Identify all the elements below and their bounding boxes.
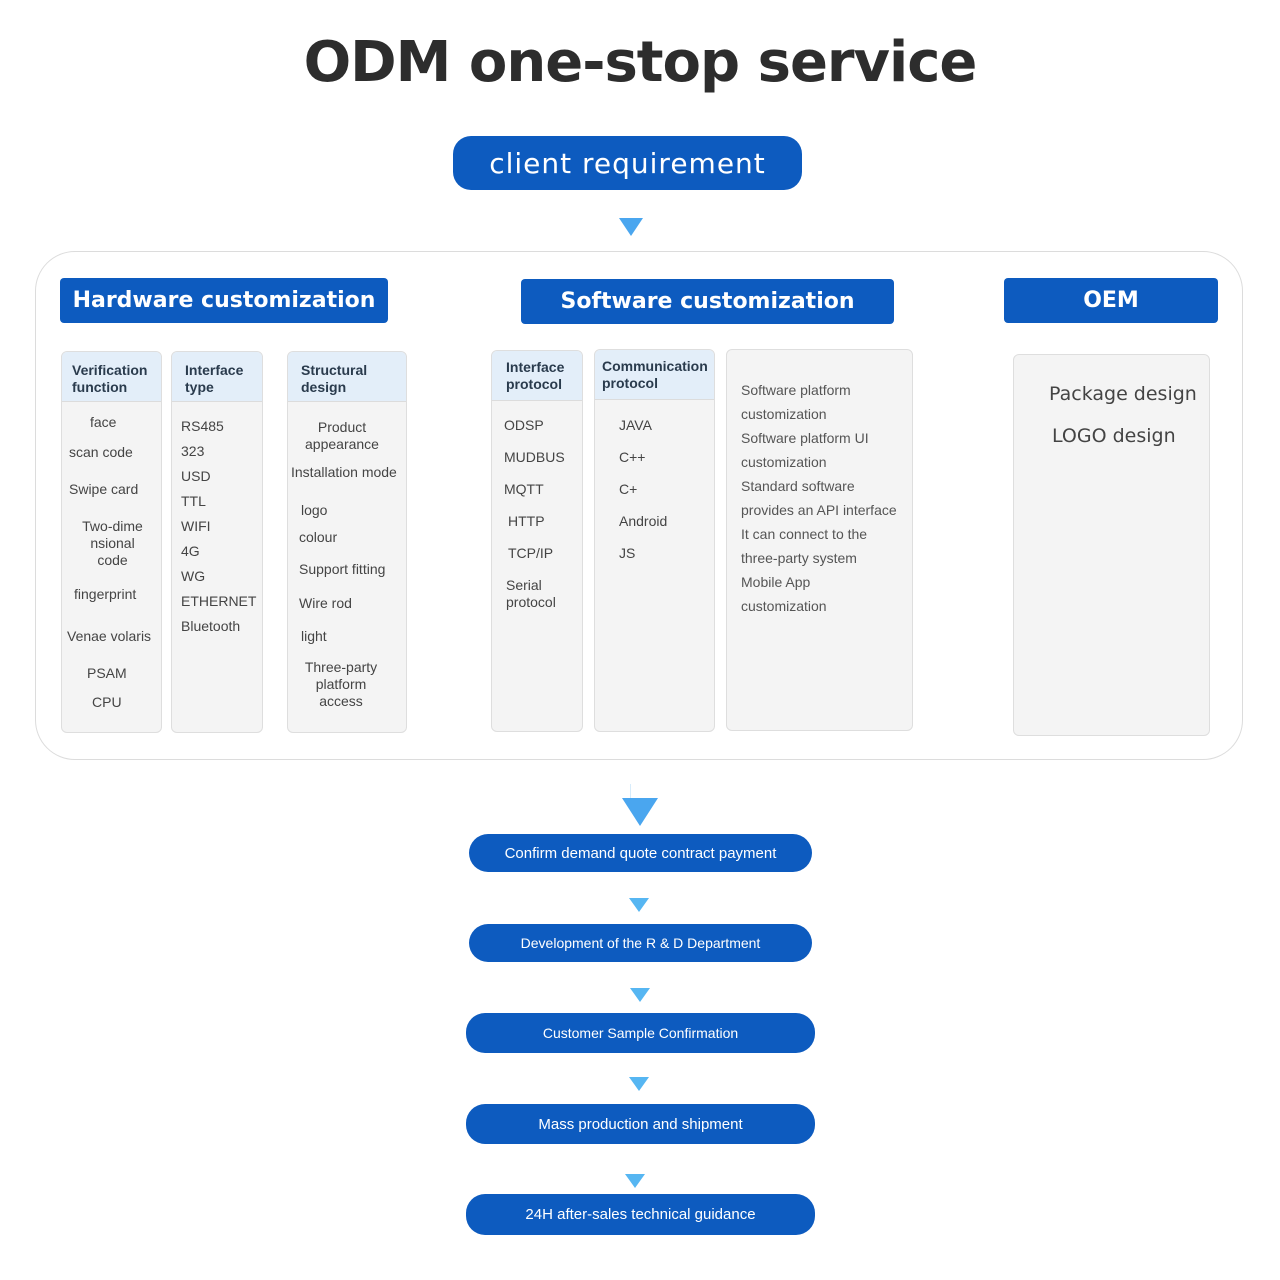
list-item: C++: [619, 449, 646, 465]
list-item: JAVA: [619, 417, 652, 433]
verification-function-column: Verification function face scan code Swi…: [61, 351, 162, 733]
list-item: Product appearance: [305, 419, 379, 452]
oem-column: Package design LOGO design: [1013, 354, 1210, 736]
list-item: Installation mode: [291, 464, 397, 480]
list-item: USD: [181, 468, 211, 484]
column-header: Communication protocol: [595, 350, 714, 400]
list-item: WG: [181, 568, 206, 584]
list-item: face: [90, 414, 117, 430]
page-title: ODM one-stop service: [303, 30, 978, 95]
list-item: Android: [619, 513, 668, 529]
interface-protocol-column: Interface protocol ODSP MUDBUS MQTT HTTP…: [491, 350, 583, 732]
software-heading: Software customization: [521, 279, 894, 324]
list-item: light: [301, 628, 327, 644]
list-item: Venae volaris: [67, 628, 152, 644]
communication-protocol-column: Communication protocol JAVA C++ C+ Andro…: [594, 349, 715, 732]
column-header: Structural design: [288, 352, 406, 402]
client-requirement-box: client requirement: [453, 136, 802, 190]
list-item: Bluetooth: [181, 618, 241, 634]
list-item: Serial protocol: [506, 577, 556, 610]
list-item: TTL: [181, 493, 206, 509]
step-after-sales: 24H after-sales technical guidance: [466, 1194, 815, 1235]
structural-design-column: Structural design Product appearance Ins…: [287, 351, 407, 733]
list-item: PSAM: [87, 665, 127, 681]
list-item: C+: [619, 481, 638, 497]
list-item: colour: [299, 529, 338, 545]
software-details-text: Software platform customization Software…: [741, 382, 897, 614]
arrow-down-icon: [629, 1077, 649, 1091]
list-item: Package design: [1049, 383, 1197, 405]
oem-heading: OEM: [1004, 278, 1218, 323]
list-item: LOGO design: [1052, 425, 1176, 447]
step-mass-production: Mass production and shipment: [466, 1104, 815, 1144]
connector-line: [630, 784, 631, 798]
list-item: TCP/IP: [508, 545, 554, 561]
arrow-down-icon: [625, 1174, 645, 1188]
list-item: logo: [301, 502, 328, 518]
list-item: Wire rod: [299, 595, 352, 611]
software-details-column: Software platform customization Software…: [726, 349, 913, 731]
arrow-down-icon: [622, 798, 658, 826]
list-item: HTTP: [508, 513, 545, 529]
list-item: fingerprint: [74, 586, 137, 602]
step-rd-development: Development of the R & D Department: [469, 924, 812, 962]
list-item: Two-dime nsional code: [82, 518, 143, 568]
arrow-down-icon: [630, 988, 650, 1002]
step-sample-confirmation: Customer Sample Confirmation: [466, 1013, 815, 1053]
list-item: Support fitting: [299, 561, 386, 577]
step-confirm-demand: Confirm demand quote contract payment: [469, 834, 812, 872]
column-header: Interface type: [172, 352, 262, 402]
list-item: 4G: [181, 543, 200, 559]
hardware-heading: Hardware customization: [60, 278, 388, 323]
list-item: ODSP: [504, 417, 544, 433]
list-item: ETHERNET: [181, 593, 257, 609]
list-item: Swipe card: [69, 481, 139, 497]
arrow-down-icon: [619, 218, 643, 236]
customization-frame: [35, 251, 1243, 760]
list-item: Three-party platform access: [304, 659, 378, 709]
arrow-down-icon: [629, 898, 649, 912]
list-item: MQTT: [504, 481, 544, 497]
list-item: 323: [181, 443, 205, 459]
column-header: Verification function: [62, 352, 161, 402]
list-item: WIFI: [181, 518, 211, 534]
list-item: scan code: [69, 444, 133, 460]
list-item: RS485: [181, 418, 224, 434]
list-item: MUDBUS: [504, 449, 565, 465]
list-item: JS: [619, 545, 636, 561]
list-item: CPU: [92, 694, 122, 710]
column-header: Interface protocol: [492, 351, 582, 401]
interface-type-column: Interface type RS485 323 USD TTL WIFI 4G…: [171, 351, 263, 733]
